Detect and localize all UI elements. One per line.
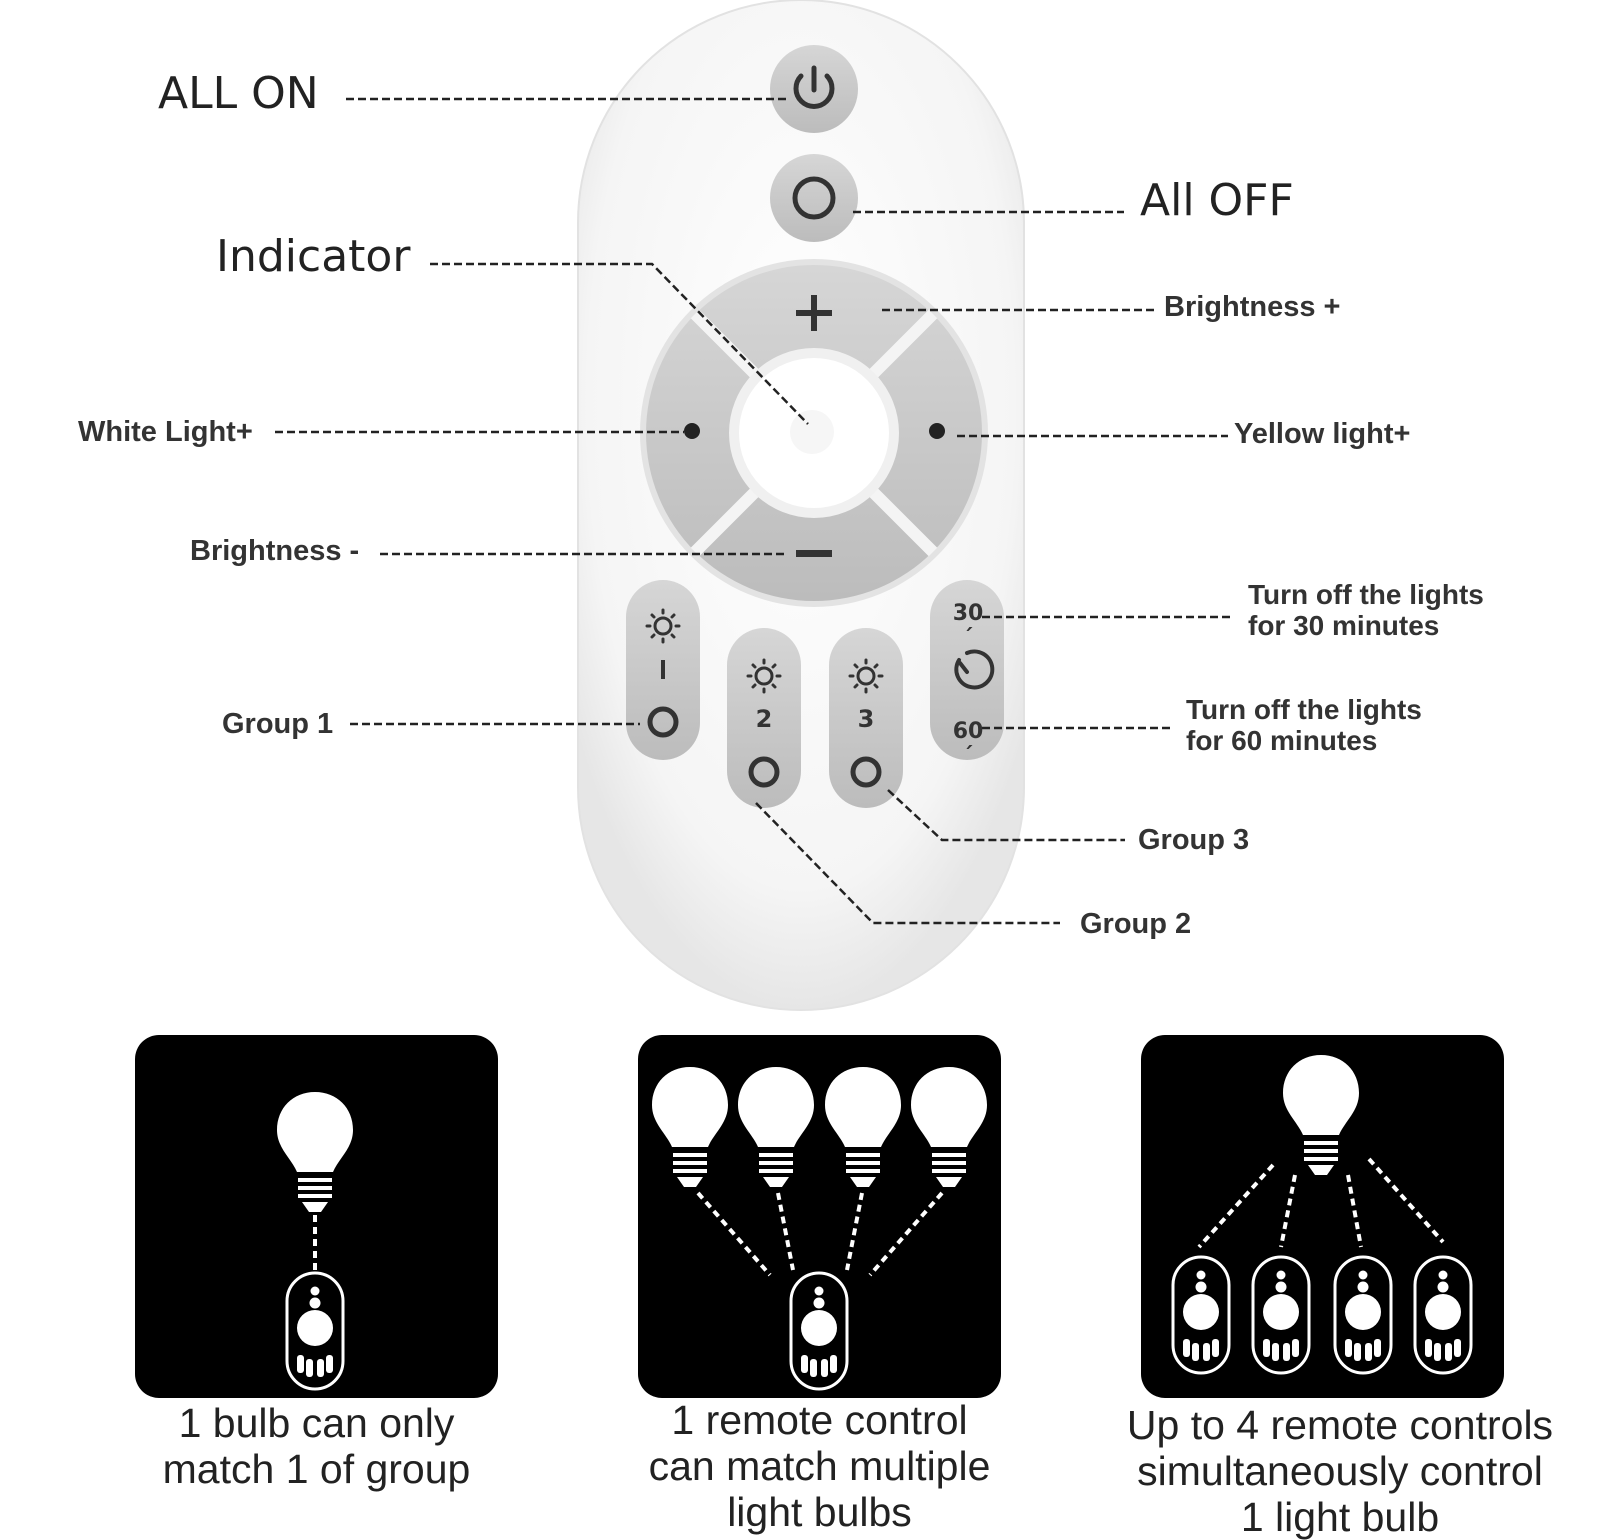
panel-two-caption: 1 remote control can match multiple ligh… [588, 1397, 1051, 1535]
callout-lines [275, 97, 1234, 925]
bulb-icon [911, 1067, 987, 1187]
group2-leader [755, 802, 1060, 925]
group1-ring-icon [647, 706, 679, 738]
brightness-minus-button[interactable] [796, 550, 832, 557]
bulb-icon [825, 1067, 901, 1187]
bulb-icon [1283, 1055, 1359, 1175]
remote-icon [1333, 1255, 1393, 1375]
bulb-icon [277, 1092, 353, 1212]
remote-icon [1413, 1255, 1473, 1375]
bulb-icon [738, 1067, 814, 1187]
group3-number: 3 [857, 705, 875, 733]
dpad [640, 259, 988, 607]
remote-icon [285, 1271, 345, 1391]
power-icon [793, 65, 835, 109]
panel-three-caption-line3: 1 light bulb [1240, 1494, 1440, 1540]
all-off-button[interactable] [770, 154, 858, 242]
group2-number: 2 [755, 705, 773, 733]
timer-60-line2: for 60 minutes [1186, 725, 1378, 756]
link-lines [1197, 1157, 1445, 1249]
timer-button[interactable] [930, 580, 1004, 760]
all-off-label: All OFF [1140, 175, 1294, 226]
group1-label: Group 1 [222, 708, 334, 740]
timer-60-line1: Turn off the lights [1186, 694, 1422, 725]
indicator-light [790, 410, 834, 454]
timer-30-label: 30´ [952, 601, 984, 651]
panel-two-caption-line2: can match multiple [648, 1443, 991, 1489]
indicator-label: Indicator [216, 231, 411, 282]
timer-icon [954, 649, 995, 690]
panel-three-caption-line1: Up to 4 remote controls [1126, 1402, 1554, 1448]
remote-icon [1251, 1255, 1311, 1375]
timer-60-label: 60´ [952, 719, 984, 769]
panel-two-caption-line3: light bulbs [727, 1489, 912, 1535]
group3-label: Group 3 [1138, 824, 1250, 856]
timer-30-line1: Turn off the lights [1248, 579, 1484, 610]
yellow-light-plus-label: Yellow light+ [1234, 418, 1411, 450]
panel-one-caption: 1 bulb can only match 1 of group [90, 1400, 543, 1492]
brightness-minus-label: Brightness - [190, 535, 360, 567]
all-on-label: ALL ON [158, 68, 319, 119]
yellow-light-plus-button[interactable] [929, 423, 945, 439]
timer-60-callout: Turn off the lights for 60 minutes [1186, 694, 1422, 756]
link-lines [696, 1191, 944, 1277]
all-on-button[interactable] [770, 45, 858, 133]
panel-three-caption: Up to 4 remote controls simultaneously c… [1086, 1402, 1594, 1540]
group3-leader [887, 789, 1125, 842]
group3-button[interactable] [829, 628, 903, 808]
group1-button[interactable] [626, 580, 700, 760]
remote-icon [789, 1271, 849, 1391]
panel-three-caption-line2: simultaneously control [1137, 1448, 1543, 1494]
group2-label: Group 2 [1080, 908, 1192, 940]
white-light-plus-button[interactable] [684, 423, 700, 439]
timer-30-line2: for 30 minutes [1248, 610, 1440, 641]
white-light-plus-label: White Light+ [78, 416, 253, 448]
timer-30-callout: Turn off the lights for 30 minutes [1248, 579, 1484, 641]
bulb-icon [652, 1067, 728, 1187]
brightness-plus-label: Brightness + [1164, 291, 1341, 323]
panel-one-caption-line1: 1 bulb can only [178, 1400, 455, 1446]
panel-one-remote-many-bulbs [638, 1035, 1001, 1398]
panel-one-caption-line2: match 1 of group [162, 1446, 471, 1492]
brightness-plus-button[interactable] [796, 295, 832, 331]
group3-ring-icon [850, 756, 882, 788]
group2-ring-icon [748, 756, 780, 788]
off-ring-icon [792, 176, 836, 220]
indicator-leader [430, 262, 809, 425]
panel-many-remotes-one-bulb [1141, 1035, 1504, 1398]
group2-button[interactable] [727, 628, 801, 808]
remote-icon [1171, 1255, 1231, 1375]
panel-one-bulb-one-group [135, 1035, 498, 1398]
panel-two-caption-line1: 1 remote control [671, 1397, 968, 1443]
